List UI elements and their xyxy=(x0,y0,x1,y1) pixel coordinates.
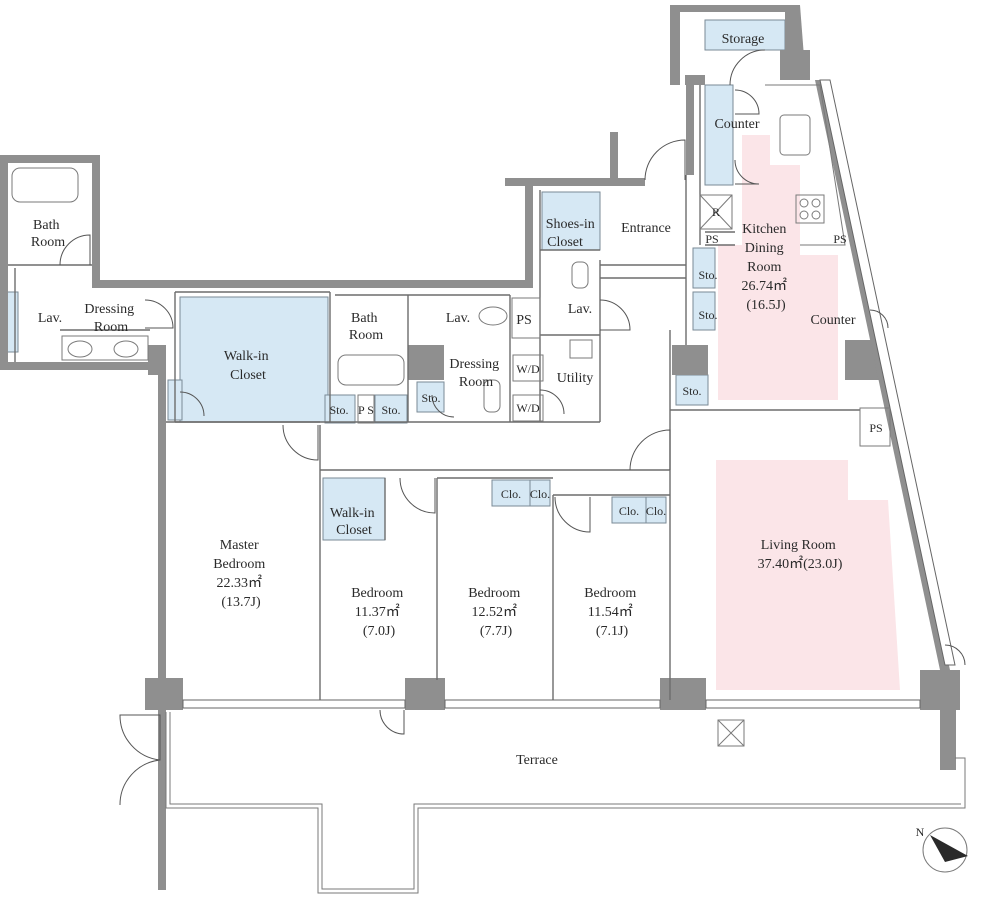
label-bath-left: Bath Room xyxy=(31,218,65,250)
toilet-dressing xyxy=(483,379,501,413)
shoes-closet-area xyxy=(541,191,601,251)
label-bedroom-3: Bedroom 11.54㎡ (7.1J) xyxy=(584,586,640,639)
label-wd-upper: W/D xyxy=(516,362,540,376)
sink-counter-left xyxy=(61,335,149,361)
interior-walls xyxy=(8,85,860,705)
room-labels: Storage Counter R PS PS Kitchen Dining R… xyxy=(31,32,883,768)
clo-area-4 xyxy=(645,496,667,524)
label-walk-in-master: Walk-in Closet xyxy=(224,349,272,383)
clo-area-2 xyxy=(529,479,551,507)
sto-area-4 xyxy=(692,247,716,289)
walk-in-closet-bed-area xyxy=(322,477,386,541)
label-entrance: Entrance xyxy=(621,221,671,236)
ps-living-box xyxy=(859,407,891,447)
living-floor-area xyxy=(716,460,900,690)
label-bath-center: Bath Room xyxy=(349,311,383,343)
windows xyxy=(182,79,956,709)
label-sto-5: Sto. xyxy=(698,308,717,322)
label-sto-1: Sto. xyxy=(329,403,348,417)
label-living-room: Living Room 37.40㎡(23.0J) xyxy=(758,538,843,572)
counter-top-area xyxy=(704,84,734,186)
exterior-walls xyxy=(0,5,960,890)
wd-lower-box xyxy=(512,394,544,422)
label-dressing-center: Dressing Room xyxy=(449,357,502,390)
sto-area-3 xyxy=(416,381,445,413)
ps-small-box xyxy=(357,394,375,424)
label-counter-right: Counter xyxy=(810,313,855,328)
label-ps-kitchen: PS xyxy=(705,232,718,246)
kitchen-sink xyxy=(779,114,811,156)
label-clo-1: Clo. xyxy=(501,487,521,501)
compass-label: N xyxy=(916,825,925,839)
label-clo-2: Clo. xyxy=(530,487,550,501)
sink-center xyxy=(478,306,508,326)
walk-in-closet-master-area xyxy=(179,296,329,423)
bathtub-center xyxy=(337,354,405,386)
bathtub-left xyxy=(11,167,79,203)
label-kitchen: Kitchen Dining Room 26.74㎡ (16.5J) xyxy=(742,222,791,313)
label-lav-entrance: Lav. xyxy=(568,302,592,317)
label-lav-left: Lav. xyxy=(38,311,62,326)
label-shoes-closet: Shoes-in Closet xyxy=(546,217,599,250)
label-master-bedroom: Master Bedroom 22.33㎡ (13.7J) xyxy=(213,538,269,610)
compass-arrow-icon xyxy=(930,835,968,862)
sto-area-2 xyxy=(374,394,408,424)
label-clo-3: Clo. xyxy=(619,504,639,518)
storage-area xyxy=(704,19,786,51)
label-walk-in-bed: Walk-in Closet xyxy=(330,506,378,538)
label-bedroom-2: Bedroom 12.52㎡ (7.7J) xyxy=(468,586,524,639)
clo-area-1 xyxy=(491,479,531,507)
label-sto-4: Sto. xyxy=(698,268,717,282)
terrace-outline xyxy=(165,712,966,894)
wd-upper-box xyxy=(512,354,544,382)
kitchen-stove xyxy=(795,194,825,224)
label-sto-3: Sto. xyxy=(421,391,440,405)
label-ps-small: P S xyxy=(358,403,374,417)
clo-area-3 xyxy=(611,496,647,524)
fridge-box xyxy=(699,194,733,230)
kitchen-floor-area xyxy=(718,135,838,400)
ps-lav-box xyxy=(511,297,541,339)
label-bedroom-1: Bedroom 11.37㎡ (7.0J) xyxy=(351,586,407,639)
label-counter-top: Counter xyxy=(714,117,759,132)
label-sto-2: Sto. xyxy=(381,403,400,417)
fixtures xyxy=(11,84,891,447)
label-dressing-left: Dressing Room xyxy=(84,302,137,335)
label-wd-lower: W/D xyxy=(516,401,540,415)
label-ps-lav: PS xyxy=(516,313,532,328)
sink-utility xyxy=(569,339,593,359)
label-ps-kitchen-right: PS xyxy=(833,232,846,246)
label-terrace: Terrace xyxy=(516,753,558,768)
toilet-lav xyxy=(571,261,589,289)
label-storage: Storage xyxy=(722,32,765,47)
label-clo-4: Clo. xyxy=(646,504,666,518)
sto-area-6 xyxy=(675,374,709,406)
label-utility: Utility xyxy=(557,371,594,386)
label-ps-living: PS xyxy=(869,421,882,435)
label-lav-center: Lav. xyxy=(446,311,470,326)
compass: N xyxy=(916,825,968,873)
label-sto-6: Sto. xyxy=(682,384,701,398)
label-fridge: R xyxy=(712,205,720,219)
sto-area-5 xyxy=(692,291,716,331)
doors xyxy=(59,49,966,806)
terrace-drain xyxy=(717,719,745,747)
